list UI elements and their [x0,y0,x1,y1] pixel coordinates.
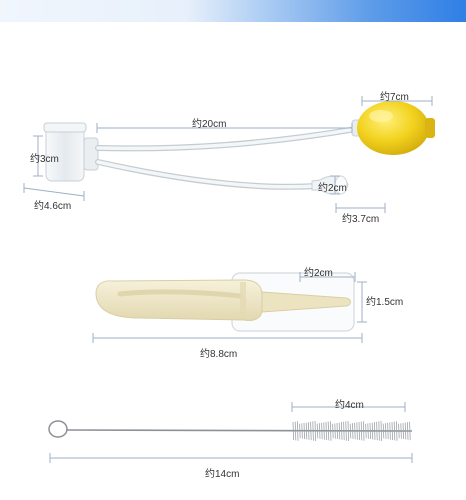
brush-bristles [292,420,411,442]
label-nozzle-width: 约4.6cm [34,201,72,212]
label-tweezer-length: 约8.8cm [200,349,238,360]
label-tip-diameter: 约2cm [318,183,347,194]
label-nozzle-height: 约3cm [30,154,59,165]
yellow-bulb [351,101,435,155]
nozzle-cap [43,122,99,182]
label-tube-length: 约20cm [192,119,227,130]
label-brush-head: 约4cm [335,400,364,411]
label-tip-length: 约3.7cm [342,214,380,225]
dimension-lines [23,96,433,463]
aspirator-tubes [95,126,359,190]
nasal-aspirator [43,101,435,195]
cleaning-brush [48,420,413,442]
top-gradient-bar [0,0,466,22]
nose-tweezers [95,272,355,332]
label-tweezer-tip: 约2cm [304,268,333,279]
label-bulb-length: 约7cm [380,92,409,103]
label-brush-length: 约14cm [205,469,240,480]
label-tweezer-height: 约1.5cm [366,297,404,308]
soft-tip [311,175,349,195]
